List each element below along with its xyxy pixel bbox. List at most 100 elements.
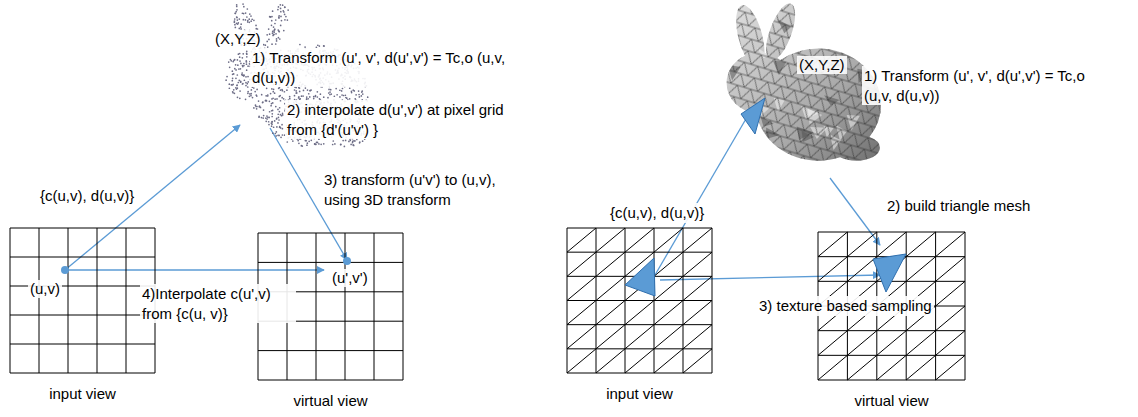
cloud-point — [237, 87, 239, 89]
cloud-point — [255, 106, 257, 108]
grid-line — [654, 349, 683, 373]
cloud-point — [273, 126, 275, 128]
cloud-point — [271, 88, 273, 90]
cloud-point — [238, 68, 240, 70]
cloud-point — [265, 121, 267, 123]
cloud-point — [243, 19, 245, 21]
cloud-point — [246, 53, 248, 55]
cloud-point — [280, 127, 282, 129]
cloud-point — [278, 6, 280, 8]
cloud-point — [278, 37, 280, 39]
cloud-point — [245, 99, 247, 101]
cloud-point — [251, 18, 253, 20]
grid-line — [847, 355, 876, 380]
cloud-point — [263, 109, 265, 111]
grid-line — [10, 315, 155, 316]
cloud-point — [237, 82, 239, 84]
cloud-point — [353, 145, 355, 147]
cloud-point — [308, 93, 310, 95]
cloud-point — [230, 59, 232, 61]
grid-line — [403, 233, 404, 380]
cloud-point — [239, 90, 241, 92]
cloud-point — [271, 20, 273, 22]
cloud-point — [286, 89, 288, 91]
cloud-point — [277, 9, 279, 11]
cloud-point — [243, 6, 245, 8]
cloud-point — [277, 134, 279, 136]
grid-line — [567, 301, 596, 325]
cloud-point — [267, 94, 269, 96]
cloud-point — [249, 95, 251, 97]
cloud-point — [236, 16, 238, 18]
cloud-point — [274, 23, 276, 25]
cloud-point — [231, 84, 233, 86]
cloud-point — [276, 98, 278, 100]
pixel-triangle — [873, 254, 906, 292]
cloud-point — [351, 92, 353, 94]
cloud-point — [323, 143, 325, 145]
cloud-point — [236, 84, 238, 86]
cloud-point — [305, 87, 307, 89]
grid-line — [683, 252, 712, 276]
grid-line — [625, 325, 654, 349]
cloud-point — [258, 116, 260, 118]
grid-line — [10, 344, 155, 345]
cloud-point — [235, 77, 237, 79]
cloud-point — [282, 128, 284, 130]
cloud-point — [306, 144, 308, 146]
cloud-point — [239, 60, 241, 62]
cloud-point — [362, 140, 364, 142]
grid-line — [936, 232, 965, 257]
cloud-point — [242, 53, 244, 55]
cloud-point — [270, 93, 272, 95]
cloud-point — [358, 94, 360, 96]
grid-line — [10, 257, 155, 258]
cloud-point — [270, 16, 272, 18]
cloud-point — [269, 101, 271, 103]
grid-line — [683, 325, 712, 349]
cloud-point — [231, 80, 233, 82]
cloud-point — [266, 118, 268, 120]
cloud-point — [272, 91, 274, 93]
cloud-point — [263, 115, 265, 117]
cloud-point — [352, 144, 354, 146]
cloud-point — [256, 108, 258, 110]
cloud-point — [280, 89, 282, 91]
cloud-point — [246, 50, 248, 52]
grid-line — [345, 233, 346, 380]
grid-line — [258, 233, 403, 234]
cloud-point — [240, 80, 242, 82]
cloud-point — [330, 89, 332, 91]
pixel-grid — [567, 228, 712, 373]
cloud-point — [234, 18, 236, 20]
step-label: 3) transform (u'v') to (u,v), using 3D t… — [322, 170, 526, 209]
cloud-point — [313, 96, 315, 98]
cloud-point — [274, 120, 276, 122]
cloud-point — [274, 133, 276, 135]
grid-line — [654, 228, 683, 252]
cloud-point — [278, 119, 280, 121]
cloud-point — [273, 88, 275, 90]
cloud-point — [305, 140, 307, 142]
cloud-point — [244, 79, 246, 81]
cloud-point — [279, 38, 281, 40]
grid-line — [567, 252, 596, 276]
cloud-point — [281, 20, 283, 22]
grid-line — [10, 228, 155, 229]
cloud-point — [249, 13, 251, 15]
cloud-point — [284, 6, 286, 8]
cloud-point — [277, 113, 279, 115]
grid-line — [818, 330, 965, 331]
cloud-point — [240, 26, 242, 28]
cloud-point — [281, 97, 283, 99]
cloud-point — [271, 125, 273, 127]
cloud-point — [271, 25, 273, 27]
cloud-point — [287, 9, 289, 11]
cloud-point — [234, 13, 236, 15]
cloud-point — [245, 19, 247, 21]
cloud-point — [246, 16, 248, 18]
pixel-dot — [343, 257, 351, 265]
cloud-point — [281, 89, 283, 91]
cloud-point — [306, 96, 308, 98]
step-label: {c(u,v), d(u,v)} — [608, 203, 706, 223]
